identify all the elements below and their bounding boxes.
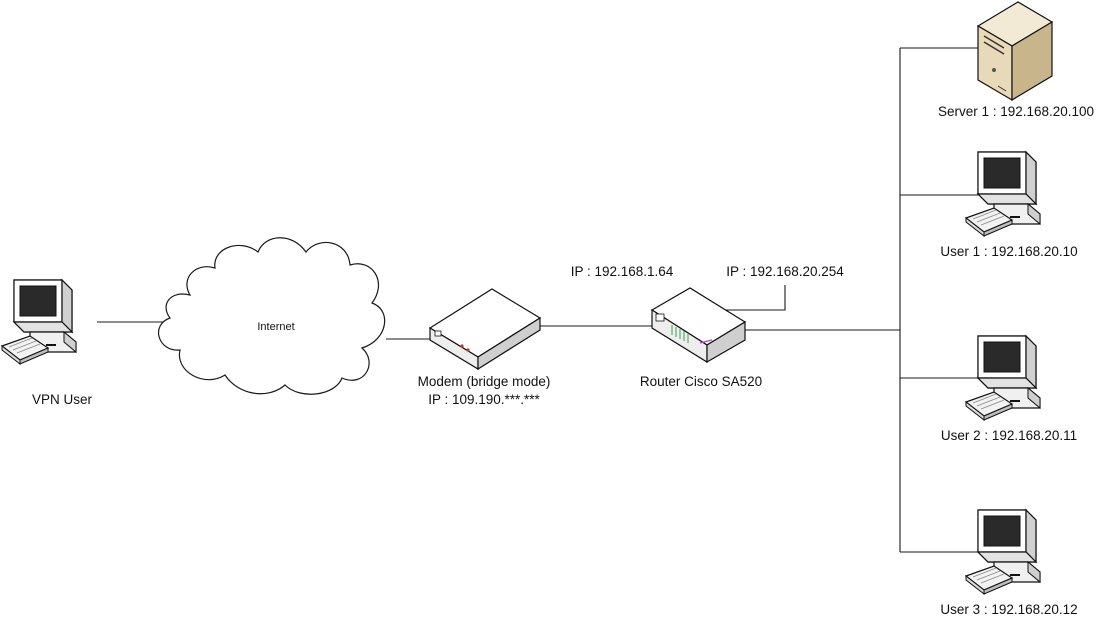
user1-computer-icon [965,151,1041,237]
user1-label: User 1 : 192.168.20.10 [940,244,1078,259]
links [97,47,983,553]
user3-label: User 3 : 192.168.20.12 [940,602,1078,617]
modem-label: Modem (bridge mode) [417,374,551,389]
server1-label: Server 1 : 192.168.20.100 [937,104,1095,119]
link-router-lan-ip [722,285,786,311]
router-lan-ip-label: IP : 192.168.20.254 [726,264,844,279]
internet-label: Internet [257,321,295,333]
vpn-user-computer-icon [1,279,77,365]
modem-icon [428,288,542,371]
server-icon [976,1,1054,102]
internet-cloud-icon [158,237,386,395]
modem-ip-label: IP : 109.190.***.*** [428,392,540,407]
vpn-user-label: VPN User [31,392,93,407]
router-icon [650,287,747,364]
router-label: Router Cisco SA520 [639,374,763,389]
user2-label: User 2 : 192.168.20.11 [940,428,1078,443]
router-wan-ip-label: IP : 192.168.1.64 [570,264,674,279]
